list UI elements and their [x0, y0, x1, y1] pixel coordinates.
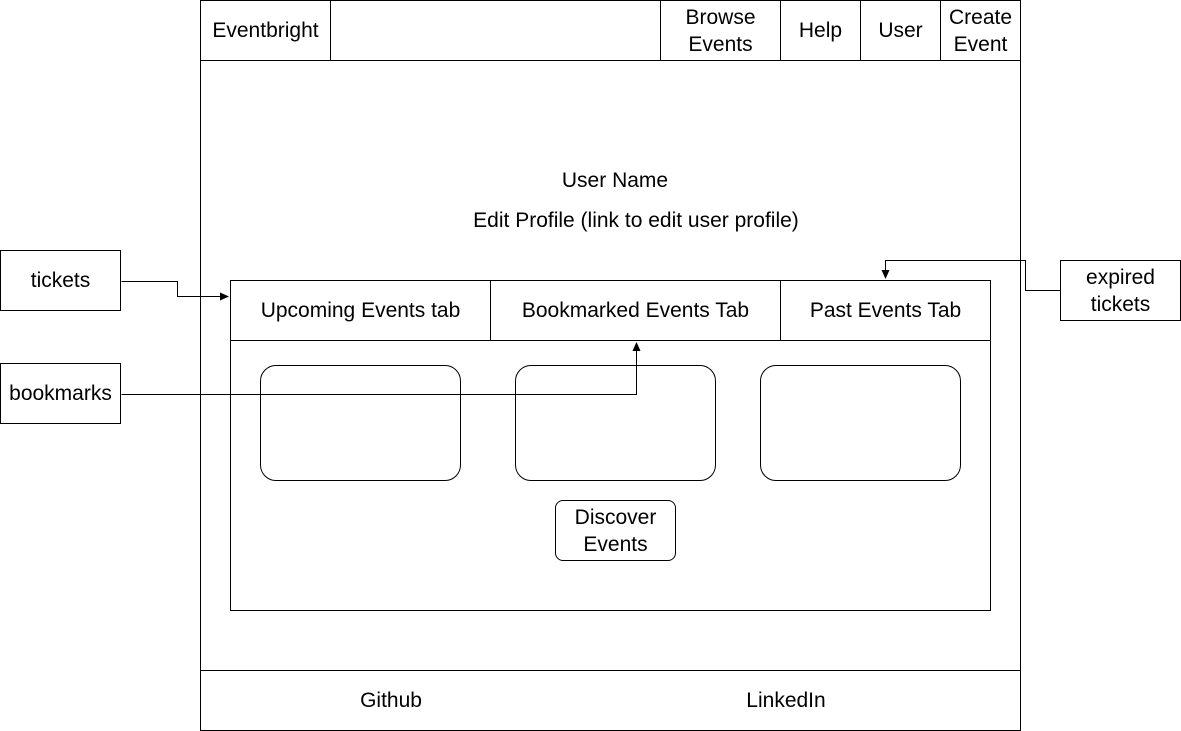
- discover-events-button-label: Discover Events: [574, 505, 657, 556]
- tab-bookmarked-events[interactable]: Bookmarked Events Tab: [490, 280, 781, 341]
- annotation-tickets-label: tickets: [30, 269, 91, 292]
- nav-logo[interactable]: Eventbright: [200, 0, 331, 61]
- nav-logo-label: Eventbright: [212, 19, 319, 42]
- nav-help[interactable]: Help: [780, 0, 861, 61]
- nav-user-label: User: [878, 19, 923, 42]
- annotation-expired-tickets: expired tickets: [1060, 260, 1181, 321]
- edit-profile-link[interactable]: Edit Profile (link to edit user profile): [473, 209, 799, 232]
- nav-browse-events[interactable]: Browse Events: [660, 0, 781, 61]
- annotation-bookmarks: bookmarks: [0, 363, 121, 424]
- nav-browse-events-label: Browse Events: [685, 5, 756, 56]
- event-card[interactable]: [515, 365, 716, 481]
- event-card[interactable]: [760, 365, 961, 481]
- footer: [200, 670, 1021, 731]
- nav-spacer: [330, 0, 661, 61]
- tab-past-events-label: Past Events Tab: [809, 299, 962, 322]
- nav-create-event[interactable]: Create Event: [940, 0, 1021, 61]
- tab-upcoming-events[interactable]: Upcoming Events tab: [230, 280, 491, 341]
- nav-create-event-label: Create Event: [948, 5, 1013, 56]
- event-card[interactable]: [260, 365, 461, 481]
- annotation-bookmarks-label: bookmarks: [9, 382, 112, 405]
- tab-bookmarked-events-label: Bookmarked Events Tab: [521, 299, 750, 322]
- tab-upcoming-events-label: Upcoming Events tab: [260, 299, 461, 322]
- footer-linkedin-link[interactable]: LinkedIn: [746, 689, 826, 712]
- annotation-expired-tickets-label: expired tickets: [1086, 265, 1155, 316]
- user-name: User Name: [561, 169, 669, 192]
- annotation-tickets: tickets: [0, 250, 121, 311]
- discover-events-button[interactable]: Discover Events: [555, 500, 676, 561]
- footer-github-link[interactable]: Github: [360, 689, 422, 712]
- nav-user[interactable]: User: [860, 0, 941, 61]
- nav-help-label: Help: [798, 19, 843, 42]
- tab-past-events[interactable]: Past Events Tab: [780, 280, 991, 341]
